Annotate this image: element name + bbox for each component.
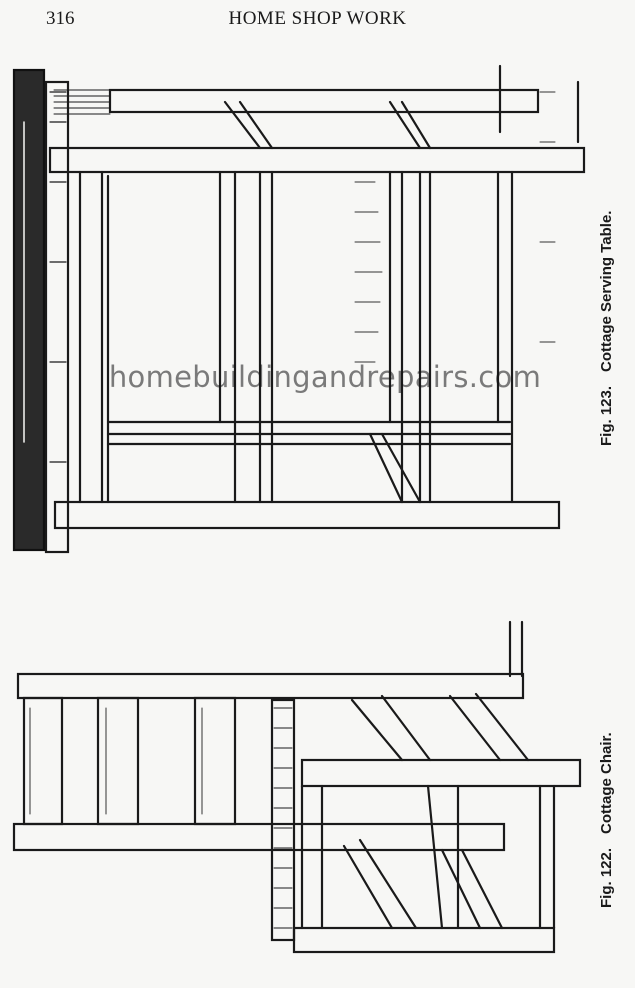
watermark: homebuildingandrepairs.com <box>108 360 542 394</box>
page-number: 316 <box>46 8 75 29</box>
running-head: HOME SHOP WORK <box>228 8 407 29</box>
serving-table-drawing <box>12 64 586 554</box>
figure-title: Cottage Serving Table. <box>598 210 615 372</box>
figure-caption-123: Fig. 123. Cottage Serving Table. <box>598 211 615 446</box>
chair-figure <box>10 618 600 968</box>
figure-number: Fig. 123. <box>598 385 615 446</box>
page-header: 316 HOME SHOP WORK <box>0 6 635 32</box>
figure-number: Fig. 122. <box>598 847 615 908</box>
figure-title: Cottage Chair. <box>598 732 615 834</box>
chair-drawing <box>12 620 582 954</box>
serving-table-figure <box>10 62 600 562</box>
figure-caption-122: Fig. 122. Cottage Chair. <box>598 732 615 908</box>
